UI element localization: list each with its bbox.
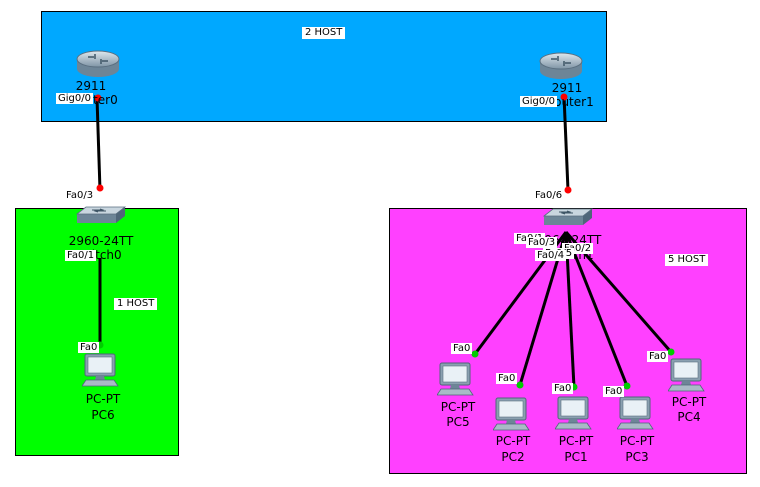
link-router1-switch1[interactable]: [562, 95, 570, 191]
pc5[interactable]: [436, 361, 475, 401]
router1[interactable]: [538, 50, 584, 88]
switch1[interactable]: [542, 207, 594, 235]
port-label: Fa0: [552, 383, 574, 394]
pc-icon: [436, 362, 474, 396]
router1-name: Router1: [546, 95, 594, 109]
link-switch1-pc3[interactable]: [564, 231, 629, 387]
pc6-name: PC6: [91, 408, 115, 422]
router-icon: [539, 52, 583, 79]
link-status-dot: [623, 382, 631, 390]
port-label: Fa0: [78, 342, 100, 353]
link-router0-switch0[interactable]: [95, 97, 102, 191]
network-area-left: [15, 208, 179, 456]
pc-icon: [81, 353, 119, 387]
pc2[interactable]: [492, 396, 531, 436]
pc-icon: [667, 358, 705, 392]
port-label: Fa0: [603, 386, 625, 397]
port-label: Fa0/4: [535, 250, 567, 261]
pc1-model: PC-PT: [558, 434, 594, 448]
pc6[interactable]: [81, 352, 120, 392]
port-label: Fa0/2: [562, 243, 594, 254]
note-left-hosts[interactable]: 1 HOST: [114, 298, 158, 310]
link-status-dot: [516, 381, 524, 389]
pc5-name: PC5: [446, 415, 470, 429]
pc5-model: PC-PT: [440, 400, 476, 414]
pc4[interactable]: [667, 357, 706, 397]
link-status-dot: [471, 350, 479, 358]
link-status-dot: [564, 186, 572, 194]
pc-icon: [492, 397, 530, 431]
note-top-hosts[interactable]: 2 HOST: [302, 27, 346, 39]
port-label: Fa0/1: [65, 250, 97, 261]
switch-icon: [75, 206, 127, 223]
pc3-model: PC-PT: [619, 434, 655, 448]
pc4-model: PC-PT: [671, 395, 707, 409]
link-status-dot: [96, 184, 104, 192]
port-label: Fa0/3: [64, 190, 96, 201]
pc-icon: [554, 396, 592, 430]
pc2-model: PC-PT: [495, 434, 531, 448]
router-icon: [76, 50, 120, 77]
port-label: Fa0: [496, 373, 518, 384]
pc-icon: [616, 396, 654, 430]
pc2-name: PC2: [501, 450, 525, 464]
port-label: Fa0/6: [533, 190, 565, 201]
router0-model: 2911: [75, 79, 107, 93]
router0[interactable]: [75, 48, 121, 86]
port-label: Gig0/0: [520, 96, 557, 107]
switch-icon: [542, 208, 594, 225]
link-status-dot: [560, 93, 568, 101]
pc4-name: PC4: [677, 410, 701, 424]
pc6-model: PC-PT: [85, 392, 121, 406]
link-status-dot: [667, 348, 675, 356]
port-label: Fa0/3: [526, 237, 558, 248]
port-label: Fa0: [451, 343, 473, 354]
pc3-name: PC3: [625, 450, 649, 464]
note-right-hosts[interactable]: 5 HOST: [665, 254, 709, 266]
router1-model: 2911: [551, 81, 583, 95]
pc1[interactable]: [554, 395, 593, 435]
pc1-name: PC1: [564, 450, 588, 464]
switch0[interactable]: [75, 205, 127, 233]
port-label: Fa0: [647, 351, 669, 362]
port-label: Gig0/0: [56, 93, 93, 104]
pc3[interactable]: [616, 395, 655, 435]
link-status-dot: [94, 94, 102, 102]
switch0-model: 2960-24TT: [68, 234, 134, 248]
